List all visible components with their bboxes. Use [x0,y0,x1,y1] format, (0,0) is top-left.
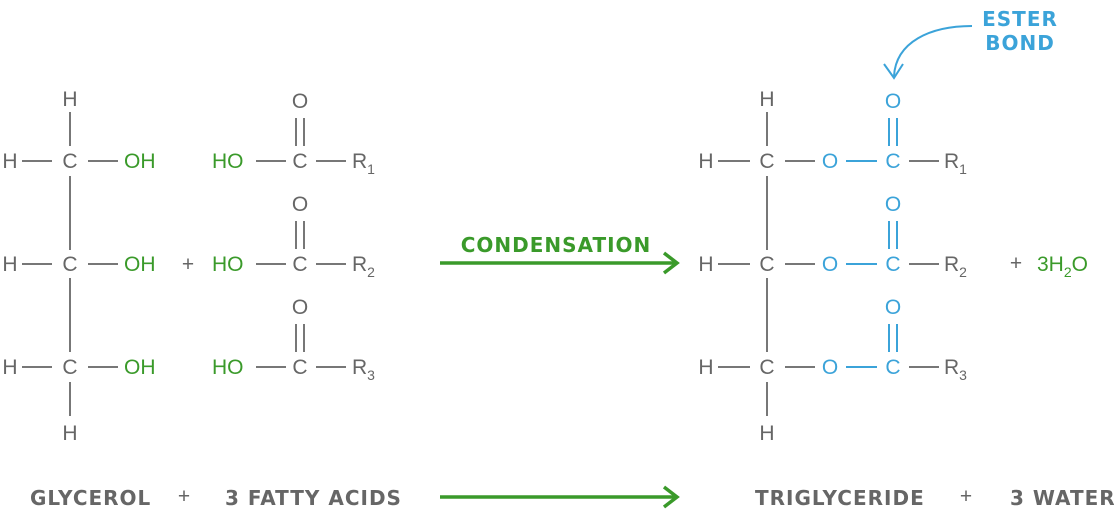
atom-oh: OH [124,150,156,173]
arrow-head-icon [662,485,680,509]
atom-r: R2 [944,253,967,280]
atom-c: C [759,150,774,173]
atom-o: O [822,253,838,276]
plus-sign: + [178,485,190,508]
plus-sign: + [182,253,194,276]
atom-h: H [759,88,774,111]
atom-c: C [62,356,77,379]
plus-sign: + [1010,252,1022,275]
atom-o: O [822,150,838,173]
atom-c: C [885,253,900,276]
atom-o: O [292,296,308,319]
atom-c: C [759,253,774,276]
arrow-head-icon [662,251,680,275]
atom-r: R3 [352,356,375,383]
atom-r: R3 [944,356,967,383]
plus-sign: + [960,485,972,508]
atom-h: H [759,422,774,445]
atom-o: O [822,356,838,379]
atom-oh: OH [124,253,156,276]
atom-oh: OH [124,356,156,379]
atom-o: O [885,296,901,319]
atom-h: H [2,150,17,173]
word-equation: GLYCEROL + 3 FATTY ACIDS TRIGLYCERIDE + … [30,485,1114,510]
atom-h: H [698,356,713,379]
atom-ho: HO [212,253,244,276]
word-fatty-acids: 3 FATTY ACIDS [225,486,402,510]
atom-c: C [62,253,77,276]
atom-h: H [62,88,77,111]
atom-o: O [292,193,308,216]
atom-c: C [62,150,77,173]
fatty-acid-2: O HO C R2 [212,193,375,280]
atom-h: H [2,253,17,276]
glycerol-structure: H H C OH H C OH H C OH H [2,88,155,445]
atom-r: R2 [352,253,375,280]
triglyceride-structure: H H H C O C O R1 H C O C O R2 H C O C [698,88,967,445]
arrow-head-icon [883,63,904,80]
atom-c: C [885,356,900,379]
atom-c: C [759,356,774,379]
fatty-acid-3: O HO C R3 [212,296,375,383]
annotation-curve [893,25,973,77]
word-water: 3 WATER [1010,486,1114,510]
atom-o: O [885,193,901,216]
atom-o: O [885,90,901,113]
reaction-label: CONDENSATION [461,233,652,257]
atom-h: H [2,356,17,379]
atom-h: H [698,253,713,276]
atom-h: H [62,422,77,445]
atom-c: C [292,150,307,173]
atom-o: O [292,90,308,113]
atom-ho: HO [212,356,244,379]
atom-r: R1 [944,150,967,177]
atom-ho: HO [212,150,244,173]
water-formula: 3H2O [1037,253,1088,280]
annotation-line2: BOND [985,31,1055,55]
atom-r: R1 [352,150,375,177]
fatty-acid-1: O HO C R1 [212,90,375,177]
word-glycerol: GLYCEROL [30,486,151,510]
atom-c: C [292,356,307,379]
atom-c: C [292,253,307,276]
atom-h: H [698,150,713,173]
word-triglyceride: TRIGLYCERIDE [755,486,925,510]
atom-c: C [885,150,900,173]
annotation-line1: ESTER [982,7,1058,31]
